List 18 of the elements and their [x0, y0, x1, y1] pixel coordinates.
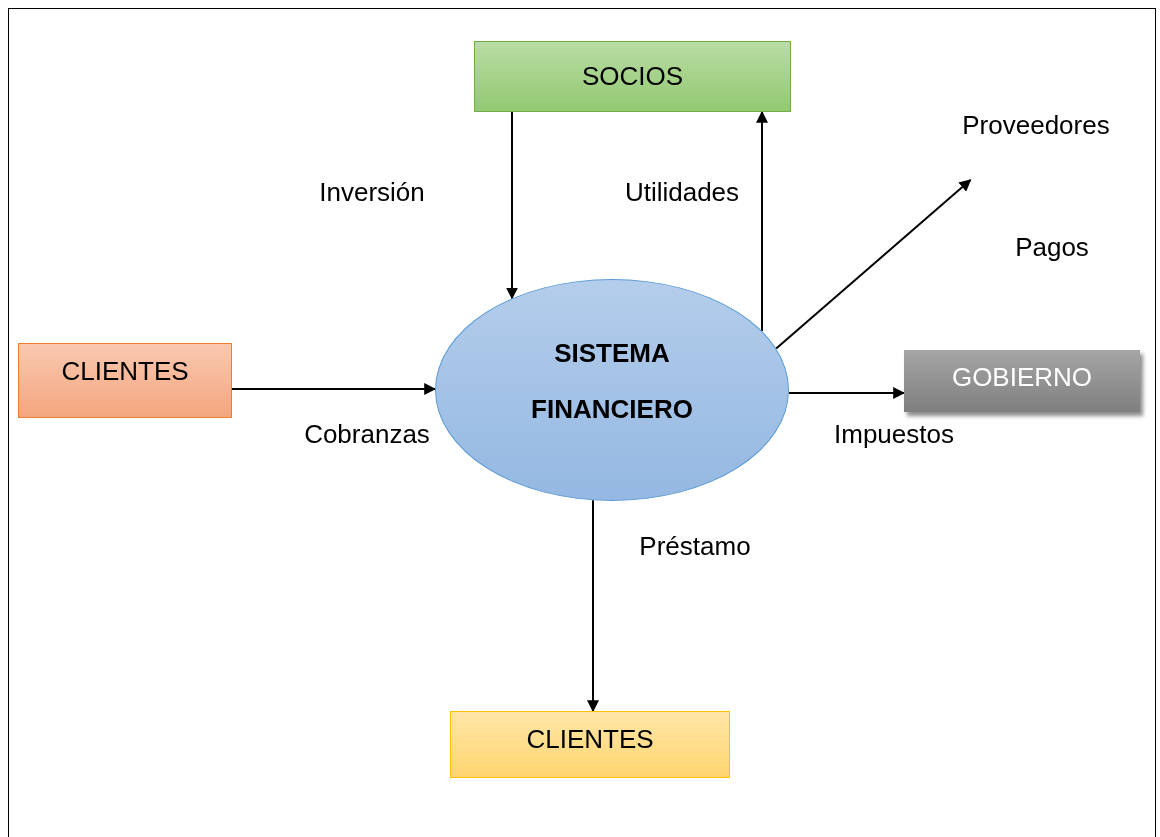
edge-label: Cobranzas — [304, 418, 430, 450]
edge-label: Pagos — [1015, 231, 1089, 263]
process-box: GOBIERNO — [904, 350, 1140, 412]
arrow — [231, 383, 437, 395]
edge-label: Impuestos — [834, 418, 954, 450]
edge-label: Utilidades — [624, 176, 740, 208]
arrow — [775, 179, 972, 350]
node-label: Proveedores — [940, 106, 1132, 180]
process-box: CLIENTES — [18, 343, 232, 418]
arrow — [587, 499, 599, 713]
process-box: SOCIOS — [474, 41, 791, 112]
edge-label: Inversión — [319, 176, 425, 208]
process-ellipse: SISTEMA FINANCIERO — [435, 279, 789, 501]
edge-label: Préstamo — [639, 530, 751, 562]
arrow — [756, 110, 768, 333]
arrow — [506, 111, 518, 300]
process-box: CLIENTES — [450, 711, 730, 778]
arrow — [787, 387, 906, 399]
